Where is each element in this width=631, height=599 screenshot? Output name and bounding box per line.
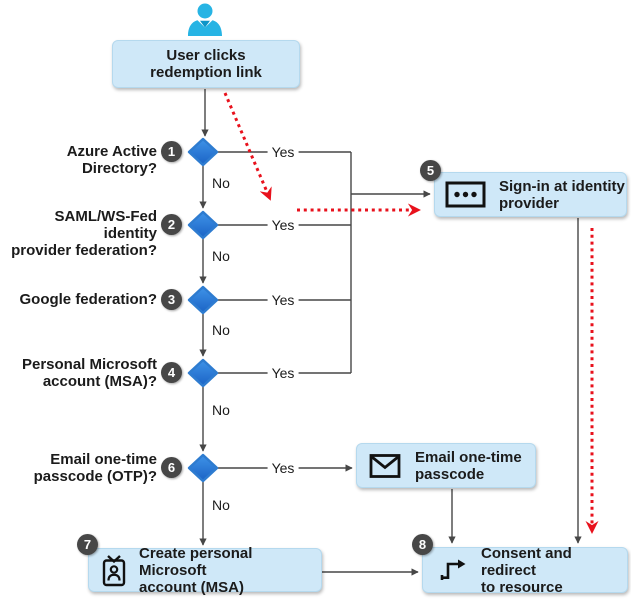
- edge-label-yes-6: Yes: [267, 460, 299, 476]
- edge-label-yes-1: Yes: [267, 144, 299, 160]
- red-dotted-path: [223, 92, 599, 534]
- step-badge-4: 4: [161, 362, 182, 383]
- edge-label-yes-2: Yes: [267, 217, 299, 233]
- decision-label-msa: Personal Microsoft account (MSA)?: [21, 356, 157, 390]
- edge-label-no-3: No: [208, 322, 234, 338]
- id-badge-icon: [101, 554, 127, 587]
- diamond-google: [187, 285, 219, 315]
- diamond-azure-ad: [187, 137, 219, 167]
- black-connectors: [199, 89, 582, 576]
- edge-label-no-2: No: [208, 248, 234, 264]
- signin-box-label: Sign-in at identity provider: [499, 177, 625, 212]
- red-diagonal-arrow: [223, 92, 272, 201]
- diamond-msa: [187, 358, 219, 388]
- decision-diamonds: [187, 137, 219, 483]
- otp-box-label: Email one-time passcode: [415, 448, 522, 483]
- decision-label-saml-wsfed: SAML/WS-Fed identity provider federation…: [11, 208, 157, 259]
- consent-box: Consent and redirect to resource: [422, 544, 628, 596]
- start-box-label: User clicks redemption link: [150, 47, 262, 81]
- step-badge-8: 8: [412, 534, 433, 555]
- decision-label-google: Google federation?: [19, 291, 157, 308]
- password-dots-icon: [445, 181, 486, 208]
- redirect-arrow-icon: [439, 558, 467, 583]
- diamond-otp: [187, 453, 219, 483]
- create-msa-box-label: Create personal Microsoft account (MSA): [139, 544, 253, 596]
- decision-label-otp: Email one-time passcode (OTP)?: [33, 451, 157, 485]
- step-badge-1: 1: [161, 141, 182, 162]
- consent-box-label: Consent and redirect to resource: [481, 544, 572, 596]
- decision-label-azure-ad: Azure Active Directory?: [66, 143, 157, 177]
- edge-label-yes-3: Yes: [267, 292, 299, 308]
- otp-box: Email one-time passcode: [356, 443, 536, 488]
- step-badge-3: 3: [161, 289, 182, 310]
- signin-box: Sign-in at identity provider: [434, 172, 627, 217]
- user-icon: [188, 3, 222, 36]
- step-badge-6: 6: [161, 457, 182, 478]
- step-badge-7: 7: [77, 534, 98, 555]
- step-badge-5: 5: [420, 160, 441, 181]
- edge-label-no-6: No: [208, 497, 234, 513]
- start-box: User clicks redemption link: [112, 40, 300, 88]
- edge-label-no-4: No: [208, 402, 234, 418]
- edge-label-yes-4: Yes: [267, 365, 299, 381]
- diamond-saml-wsfed: [187, 210, 219, 240]
- create-msa-box: Create personal Microsoft account (MSA): [88, 545, 322, 596]
- edge-label-no-1: No: [208, 175, 234, 191]
- step-badge-2: 2: [161, 214, 182, 235]
- envelope-icon: [369, 453, 401, 479]
